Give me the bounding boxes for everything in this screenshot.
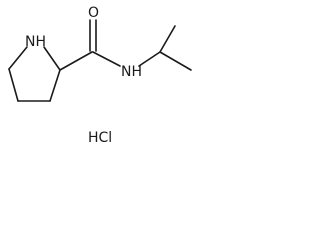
amide-nitrogen-label: NH bbox=[121, 64, 142, 80]
bond-ring-c5-c4 bbox=[8, 68, 19, 102]
salt-label: HCl bbox=[88, 130, 112, 146]
bond-ch-methyl-right bbox=[159, 51, 192, 71]
amide-chain bbox=[59, 19, 121, 71]
bond-ring-c2-n bbox=[43, 46, 61, 71]
bond-carbonyl-n bbox=[92, 51, 121, 67]
bond-ring-n-c5 bbox=[8, 46, 28, 70]
chemical-structure: NH O NH HCl bbox=[8, 5, 192, 146]
carbonyl-oxygen-label: O bbox=[88, 5, 99, 21]
isopropyl-group bbox=[138, 25, 192, 71]
ring-nitrogen-label: NH bbox=[25, 34, 46, 50]
bond-ring-c3-c2 bbox=[49, 69, 61, 102]
pyrrolidine-ring bbox=[8, 46, 61, 102]
bond-c2-carbonyl bbox=[59, 51, 93, 71]
bond-n-ch bbox=[138, 51, 161, 67]
bond-ch-methyl-up bbox=[159, 25, 176, 53]
